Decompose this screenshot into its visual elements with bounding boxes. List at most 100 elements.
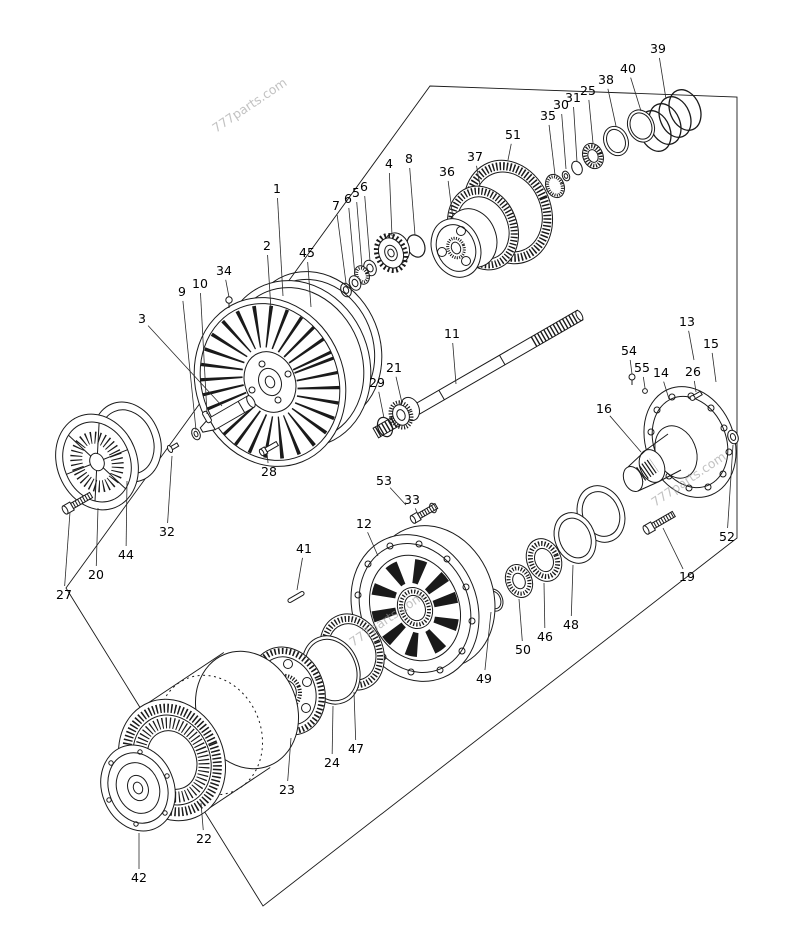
- leader-line-12: [367, 532, 379, 557]
- part-number-24: 24: [324, 755, 340, 770]
- part-52-washer: [727, 429, 739, 445]
- part-number-5: 5: [352, 185, 360, 200]
- leader-line-32: [167, 455, 173, 524]
- leader-line-44: [125, 480, 128, 547]
- leader-line-19: [662, 527, 684, 570]
- part-number-47: 47: [348, 741, 364, 756]
- part-number-1: 1: [273, 181, 281, 196]
- leader-line-46: [543, 582, 546, 629]
- leader-line-51: [507, 143, 512, 161]
- part-27-bolt: [61, 491, 94, 515]
- part-number-12: 12: [356, 516, 372, 531]
- part-number-19: 19: [679, 569, 695, 584]
- leader-line-28: [266, 452, 269, 464]
- part-38-seal-ring: [603, 125, 629, 157]
- part-number-28: 28: [261, 464, 277, 479]
- part-number-44: 44: [118, 547, 134, 562]
- part-number-45: 45: [299, 245, 315, 260]
- part-number-40: 40: [620, 61, 636, 76]
- part-number-25: 25: [580, 83, 596, 98]
- part-number-51: 51: [505, 127, 521, 142]
- part-number-20: 20: [88, 567, 104, 582]
- part-number-55: 55: [634, 360, 650, 375]
- leader-line-55: [642, 376, 646, 389]
- part-25-bearing: [582, 142, 604, 170]
- part-number-2: 2: [263, 238, 271, 253]
- leader-line-53: [389, 487, 407, 506]
- leader-line-2: [267, 254, 272, 311]
- leader-line-30: [561, 113, 567, 170]
- part-number-3: 3: [138, 311, 146, 326]
- part-number-16: 16: [596, 401, 612, 416]
- part-number-30: 30: [553, 97, 569, 112]
- leader-line-29: [378, 391, 385, 419]
- part-number-6: 6: [344, 191, 352, 206]
- part-35-toothed-washer: [545, 173, 565, 199]
- part-number-9: 9: [178, 284, 186, 299]
- leader-line-23: [287, 737, 292, 782]
- part-16-spindle-hub: [622, 386, 737, 498]
- border-frame: [65, 85, 738, 907]
- part-number-32: 32: [159, 524, 175, 539]
- part-36-planet-carrier: [430, 208, 498, 278]
- leader-line-27: [64, 511, 71, 587]
- leader-line-34: [225, 279, 230, 298]
- artwork: [55, 85, 739, 907]
- part-50-bearing-cone: [504, 564, 534, 598]
- part-number-14: 14: [653, 365, 669, 380]
- leader-line-50: [518, 598, 523, 642]
- leader-line-41: [296, 557, 303, 591]
- part-4-gear: [373, 232, 411, 273]
- leader-line-8: [409, 167, 416, 236]
- leader-line-14: [663, 381, 670, 400]
- leader-line-15: [711, 352, 717, 383]
- part-number-41: 41: [296, 541, 312, 556]
- part-48-ring: [553, 512, 597, 564]
- part-number-42: 42: [131, 870, 147, 885]
- leader-line-6: [348, 207, 356, 277]
- leader-line-1: [277, 197, 284, 297]
- part-number-4: 4: [385, 156, 393, 171]
- leader-line-6: [364, 195, 371, 262]
- part-10-pin: [202, 410, 212, 424]
- leader-line-54: [629, 359, 633, 375]
- leader-line-39: [659, 57, 667, 100]
- leader-line-21: [395, 376, 403, 404]
- leader-line-31: [573, 106, 578, 163]
- leader-line-36: [447, 180, 454, 220]
- part-number-13: 13: [679, 314, 695, 329]
- leader-line-11: [452, 342, 457, 385]
- part-28-bolt: [258, 440, 280, 457]
- part-29-snap-ring: [376, 416, 394, 438]
- part-number-8: 8: [405, 151, 413, 166]
- part-number-26: 26: [685, 364, 701, 379]
- part-number-46: 46: [537, 629, 553, 644]
- part-22-internal-ring-gear: [117, 650, 300, 822]
- leader-line-9: [182, 300, 197, 431]
- part-number-48: 48: [563, 617, 579, 632]
- leader-line-33: [414, 508, 419, 516]
- part-30-pin-ring: [561, 170, 571, 182]
- part-number-53: 53: [376, 473, 392, 488]
- part-6-bearing-a: [348, 275, 362, 291]
- part-number-11: 11: [444, 326, 460, 341]
- part-32-screw: [166, 442, 180, 453]
- part-31-snap-ring: [571, 160, 583, 176]
- part-number-31: 31: [565, 90, 581, 105]
- part-number-34: 34: [216, 263, 232, 278]
- part-2-finned-drum: [193, 297, 347, 467]
- part-46-bearing-cup: [525, 538, 563, 582]
- leader-line-45: [307, 261, 312, 308]
- leader-line-49: [484, 611, 492, 671]
- part-40-ring: [626, 109, 656, 143]
- part-20-cover-plate: [55, 413, 139, 511]
- part-9-washer: [191, 427, 201, 441]
- leader-line-7: [336, 214, 347, 284]
- part-number-15: 15: [703, 336, 719, 351]
- part-3-shaft: [199, 395, 256, 433]
- leader-line-4: [388, 172, 393, 237]
- leader-line-48: [570, 564, 574, 617]
